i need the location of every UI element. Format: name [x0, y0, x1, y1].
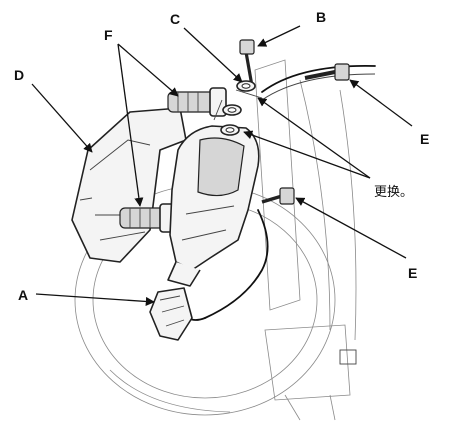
label-e-upper: E	[420, 131, 429, 147]
label-e-lower: E	[408, 265, 417, 281]
banjo-bolt-assembly	[220, 39, 263, 136]
leader-lines	[31, 25, 413, 306]
caliper-bracket	[71, 107, 187, 263]
knuckle-strut	[254, 59, 357, 421]
sensor-connector	[149, 287, 193, 341]
label-d: D	[14, 67, 24, 83]
bracket-bolt-upper	[304, 63, 350, 81]
label-f: F	[104, 27, 113, 43]
bracket-bolt-lower	[261, 187, 295, 205]
label-b: B	[316, 9, 326, 25]
replace-note: 更换。	[374, 185, 413, 200]
label-a: A	[18, 287, 28, 303]
caliper-body	[167, 99, 260, 287]
label-c: C	[170, 11, 180, 27]
brake-hose	[261, 64, 376, 101]
